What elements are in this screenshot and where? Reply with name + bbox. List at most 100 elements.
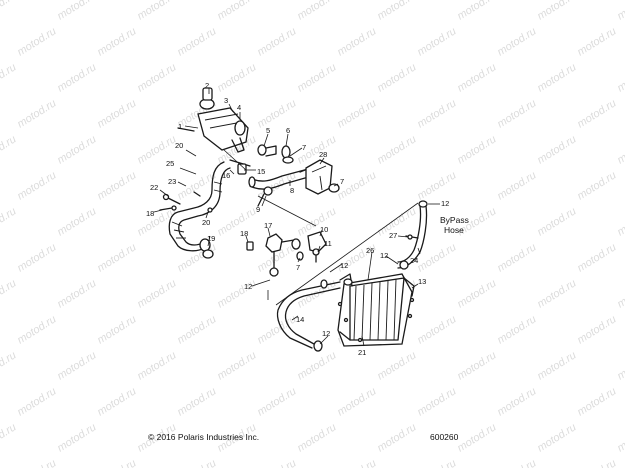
watermark-text: motod.ru [15, 313, 58, 346]
watermark-text: motod.ru [95, 25, 138, 58]
watermark-text: motod.ru [415, 313, 458, 346]
radiator [337, 273, 415, 347]
watermark-text: motod.ru [415, 25, 458, 58]
watermark-text: motod.ru [615, 133, 625, 166]
watermark-text: motod.ru [255, 97, 298, 130]
watermark-text: motod.ru [55, 421, 98, 454]
watermark-text: motod.ru [335, 385, 378, 418]
watermark-text: motod.ru [175, 241, 218, 274]
bypass-hose-label-line1: ByPass [440, 215, 469, 225]
callout-6: 6 [286, 126, 290, 135]
callout-12d: 12 [441, 199, 449, 208]
callout-19: 19 [207, 234, 215, 243]
callout-14: 14 [296, 315, 304, 324]
callout-26: 26 [366, 246, 374, 255]
watermark-text: motod.ru [15, 97, 58, 130]
callout-20b: 20 [202, 218, 210, 227]
watermark-text: motod.ru [615, 61, 625, 94]
watermark-text: motod.ru [415, 169, 458, 202]
coolant-reservoir [177, 87, 249, 153]
watermark-text: motod.ru [95, 457, 138, 468]
callout-labels: 1 2 3 4 5 6 7 28 7 8 9 15 16 20 25 23 22… [146, 81, 469, 357]
watermark-text: motod.ru [255, 385, 298, 418]
watermark-text: motod.ru [495, 313, 538, 346]
watermark-text: motod.ru [455, 61, 498, 94]
watermark-text: motod.ru [15, 385, 58, 418]
watermark-text: motod.ru [535, 205, 578, 238]
hose-25 [168, 161, 231, 252]
watermark-text: motod.ru [95, 169, 138, 202]
callout-15: 15 [257, 167, 265, 176]
watermark-text: motod.ru [215, 61, 258, 94]
watermark-text: motod.ru [0, 421, 18, 454]
watermark-text: motod.ru [295, 0, 338, 23]
watermark-text: motod.ru [375, 61, 418, 94]
callout-12a: 12 [244, 282, 252, 291]
watermark-text: motod.ru [615, 205, 625, 238]
watermark-text: motod.ru [95, 385, 138, 418]
watermark-text: motod.ru [55, 277, 98, 310]
callout-8: 8 [290, 186, 294, 195]
callout-9: 9 [256, 205, 260, 214]
watermark-text: motod.ru [295, 61, 338, 94]
watermark-text: motod.ru [55, 61, 98, 94]
watermark-text: motod.ru [15, 241, 58, 274]
watermark-text: motod.ru [255, 25, 298, 58]
watermark-text: motod.ru [375, 133, 418, 166]
callout-7b: 7 [340, 177, 344, 186]
callout-12b: 12 [340, 261, 348, 270]
watermark-text: motod.ru [295, 421, 338, 454]
watermark-text: motod.ru [415, 97, 458, 130]
callout-20a: 20 [175, 141, 183, 150]
watermark-text: motod.ru [255, 457, 298, 468]
bracket-28 [305, 159, 333, 195]
watermark-text: motod.ru [95, 97, 138, 130]
watermark-text: motod.ru [135, 61, 178, 94]
watermark-text: motod.ru [175, 313, 218, 346]
watermark-text: motod.ru [335, 97, 378, 130]
watermark-text: motod.ru [375, 0, 418, 23]
callout-18b: 18 [240, 229, 248, 238]
watermark-text: motod.ru [615, 421, 625, 454]
watermark-text: motod.ru [0, 61, 18, 94]
watermark-text: motod.ru [15, 169, 58, 202]
watermark-text: motod.ru [135, 205, 178, 238]
watermark-text: motod.ru [575, 385, 618, 418]
clamp-7c [328, 183, 340, 193]
watermark-text: motod.ru [175, 25, 218, 58]
watermark-text: motod.ru [55, 349, 98, 382]
watermark-text: motod.ru [495, 25, 538, 58]
watermark-text: motod.ru [295, 277, 338, 310]
clamp-and-fitting-group [257, 144, 311, 173]
watermark-text: motod.ru [535, 61, 578, 94]
watermark-text: motod.ru [415, 457, 458, 468]
watermark-text: motod.ru [0, 205, 18, 238]
watermark-text: motod.ru [615, 349, 625, 382]
watermark-text: motod.ru [535, 349, 578, 382]
callout-12c: 12 [380, 251, 388, 260]
clamp-19 [202, 249, 214, 259]
callout-7a: 7 [302, 143, 306, 152]
watermark-text: motod.ru [495, 241, 538, 274]
callout-22: 22 [150, 183, 158, 192]
watermark-text: motod.ru [575, 97, 618, 130]
bypass-hose-label-line2: Hose [444, 225, 464, 235]
watermark-text: motod.ru [175, 385, 218, 418]
watermark-text: motod.ru [495, 169, 538, 202]
callout-24: 24 [410, 256, 418, 265]
watermark-text: motod.ru [335, 25, 378, 58]
callout-16: 16 [222, 171, 230, 180]
watermark-text: motod.ru [455, 133, 498, 166]
copyright-notice: © 2016 Polaris Industries Inc. [148, 432, 260, 442]
watermark-text: motod.ru [175, 457, 218, 468]
callout-7c: 7 [296, 263, 300, 272]
watermark-text: motod.ru [455, 421, 498, 454]
bypass-hose [397, 200, 428, 270]
watermark-text: motod.ru [575, 169, 618, 202]
watermark-text: motod.ru [535, 133, 578, 166]
radiator-mount-dots [337, 297, 415, 343]
callout-13: 13 [418, 277, 426, 286]
watermark-text: motod.ru [135, 349, 178, 382]
figure-number: 600260 [430, 432, 459, 442]
watermark-text: motod.ru [455, 277, 498, 310]
